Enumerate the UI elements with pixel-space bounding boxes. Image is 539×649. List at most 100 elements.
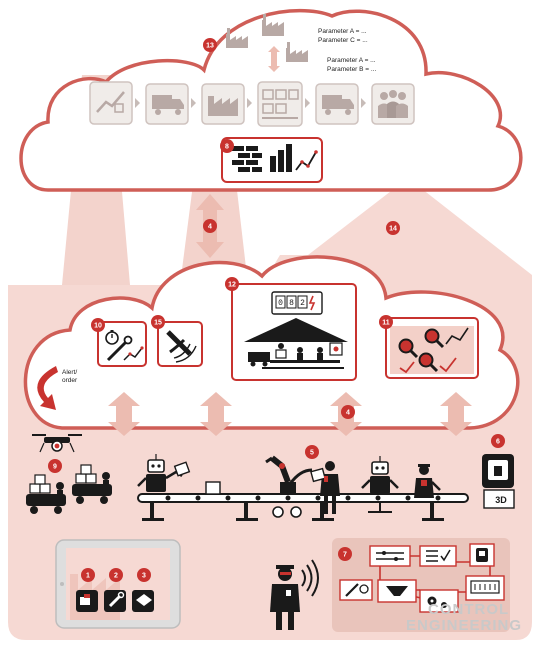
app-tile-1[interactable]: [76, 590, 98, 612]
counter-digit: 8: [289, 299, 294, 308]
badge-15: [151, 315, 165, 329]
3d-printer: 6 3D: [482, 434, 515, 509]
badge-2-label: 2: [114, 573, 118, 580]
magnifier-icon: [418, 352, 439, 373]
badge-15-label: 15: [154, 320, 162, 327]
badge-9: [48, 459, 62, 473]
checkmark-icon: [399, 361, 415, 374]
badge-11: [379, 315, 393, 329]
workflow-panel: 7: [332, 538, 510, 632]
badge-4-bottom-label: 4: [346, 410, 350, 417]
badge-7: [338, 547, 352, 561]
watermark-line: CONTROL: [428, 601, 509, 618]
badge-9-label: 9: [53, 464, 57, 471]
tablet: 1 2 3: [55, 539, 181, 629]
badge-4-top: [203, 219, 217, 233]
alert-label: order: [62, 377, 78, 384]
parameter-list-1: Parameter A = ... Parameter C = ...: [318, 28, 368, 44]
magnifier-icon: [398, 338, 419, 359]
magnifier-icon: [424, 328, 445, 349]
mini-production-line: [248, 342, 344, 369]
counter-digit: 2: [300, 299, 305, 308]
badge-6-label: 6: [496, 439, 500, 446]
badge-5-label: 5: [310, 450, 314, 457]
predictive-maintenance-box: 10: [91, 318, 147, 367]
badge-10: [91, 318, 105, 332]
printer-label: 3D: [495, 495, 507, 505]
agv-robot-left: [26, 474, 66, 514]
badge-7-label: 7: [343, 552, 347, 559]
flow-node-hopper: [377, 579, 417, 603]
factory-icon: [201, 83, 245, 125]
badge-14-label: 14: [389, 226, 397, 233]
alert-label: Alert/: [62, 369, 77, 376]
factory-roof: [244, 318, 348, 342]
edge-to-floor-arrows: 4: [108, 392, 472, 436]
flow-node-checklist: [419, 545, 457, 567]
badge-3-label: 3: [142, 573, 146, 580]
badge-14: [386, 221, 400, 235]
badge-5: [305, 445, 319, 459]
wrench-icon: [106, 335, 133, 362]
badge-11-label: 11: [382, 320, 390, 327]
badge-13: [203, 38, 217, 52]
bar-chart-icon: [270, 144, 292, 172]
parameter-line: Parameter A = ...: [327, 57, 376, 64]
flow-node-device: [469, 543, 495, 567]
analysis-box: 11: [379, 315, 479, 379]
stopwatch-icon: [105, 330, 119, 345]
badge-12: [225, 277, 239, 291]
badge-3: [137, 568, 151, 582]
parameter-list-2: Parameter A = ... Parameter B = ...: [327, 57, 377, 73]
lightning-icon: [308, 295, 316, 311]
flow-node-display: [465, 575, 505, 601]
engineer-smart-glasses: [270, 559, 319, 630]
digital-twin-factories: Parameter A = ... Parameter C = ... Para…: [203, 14, 377, 73]
parameter-line: Parameter A = ...: [318, 28, 367, 35]
badge-4-bottom: [341, 405, 355, 419]
warehouse-boxes-icon: [257, 81, 303, 127]
drone: [32, 434, 82, 453]
cloud-link-arrow: 4: [196, 194, 224, 258]
badge-2: [109, 568, 123, 582]
trend-line-icon: [295, 150, 318, 171]
badge-1: [81, 568, 95, 582]
process-chain: [89, 81, 415, 127]
badge-10-label: 10: [94, 323, 102, 330]
alert-order-callout: Alert/ order: [37, 366, 78, 410]
badge-1-label: 1: [86, 573, 90, 580]
parameter-line: Parameter B = ...: [327, 66, 377, 73]
flow-node-gears: [419, 589, 459, 613]
flow-node-switch: [369, 545, 411, 567]
growth-chart-icon: [89, 81, 133, 125]
vertical-sync-arrow: [268, 46, 280, 72]
checkmark-icon: [439, 357, 457, 373]
worker-operator: [414, 464, 441, 498]
app-tile-3[interactable]: [132, 590, 154, 612]
connectivity-box: 15: [151, 315, 203, 367]
badge-8: [220, 139, 234, 153]
watermark-line: ENGINEERING: [406, 617, 522, 634]
delivery-truck-icon: [145, 83, 189, 125]
watermark: CONTROL ENGINEERING: [406, 601, 522, 634]
service-robot: [361, 456, 399, 513]
database-icon: [232, 146, 262, 172]
satellite-dish-icon: [166, 330, 197, 363]
parameter-line: Parameter C = ...: [318, 37, 368, 44]
shipping-truck-icon: [315, 83, 359, 125]
industrial-robot-arm: 5: [265, 445, 319, 494]
worker-with-box: [310, 461, 340, 514]
app-tile-2[interactable]: [104, 590, 126, 612]
badge-12-label: 12: [228, 282, 236, 289]
badge-8-label: 8: [225, 144, 229, 151]
trend-line-icon: [445, 327, 469, 345]
virtual-factory-box: 0 8 2 12: [225, 277, 357, 381]
badge-13-label: 13: [206, 43, 214, 50]
counter-digit: 0: [278, 299, 283, 308]
agv-robot-right: [72, 464, 112, 504]
big-data-analytics: 8: [220, 137, 323, 183]
badge-6: [491, 434, 505, 448]
collaborative-robot: [137, 454, 191, 492]
alert-arrow: [37, 366, 58, 410]
